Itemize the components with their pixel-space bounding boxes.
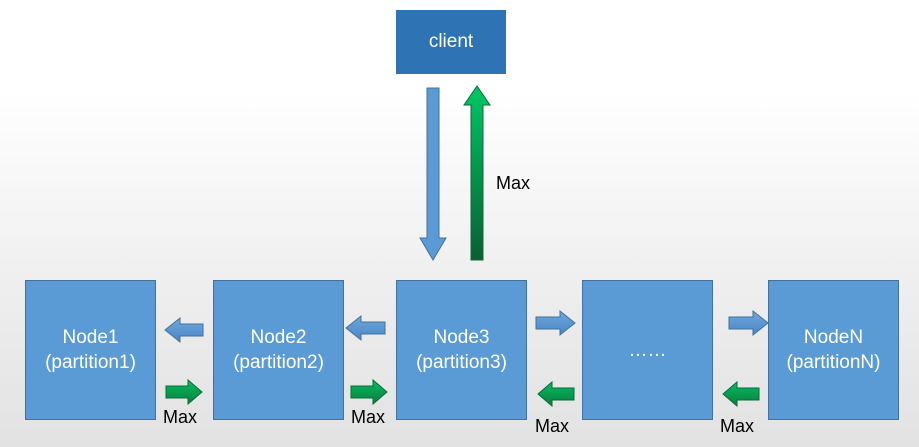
node2-to-node3-max-arrow bbox=[350, 378, 388, 406]
nodeN-box: NodeN (partitionN) bbox=[768, 280, 899, 420]
nodeN-name: NodeN bbox=[803, 327, 864, 348]
client-label: client bbox=[428, 31, 474, 52]
node1-partition: (partition1) bbox=[45, 352, 136, 373]
node3-box: Node3 (partition3) bbox=[396, 280, 527, 420]
node3-to-ellipsis-arrow bbox=[535, 309, 576, 337]
node1-box: Node1 (partition1) bbox=[25, 280, 156, 420]
ellipsis-to-node3-max-arrow bbox=[537, 380, 575, 408]
vertical-max-label: Max bbox=[496, 173, 531, 193]
ellipsis-box: …… bbox=[582, 280, 713, 420]
nodeN-to-ellipsis-max-label: Max bbox=[720, 416, 755, 436]
node1-to-node2-max-arrow bbox=[165, 378, 203, 406]
node1-name: Node1 bbox=[62, 327, 119, 348]
node3-to-node2-max-label: Max bbox=[351, 407, 386, 427]
node2-to-node1-max-label: Max bbox=[163, 407, 198, 427]
node3-partition: (partition3) bbox=[416, 352, 507, 373]
client-to-node3-arrow bbox=[419, 87, 447, 261]
node2-partition: (partition2) bbox=[233, 352, 324, 373]
ellipsis-to-node3-max-label: Max bbox=[535, 416, 570, 436]
node2-name: Node2 bbox=[250, 327, 307, 348]
node3-to-node2-arrow bbox=[345, 314, 386, 342]
ellipsis-label: …… bbox=[628, 339, 667, 361]
node2-box: Node2 (partition2) bbox=[213, 280, 344, 420]
nodeN-partition: (partitionN) bbox=[786, 352, 881, 373]
client-box: client bbox=[396, 10, 506, 74]
node3-name: Node3 bbox=[433, 327, 490, 348]
nodeN-to-ellipsis-max-arrow bbox=[722, 380, 760, 408]
node3-to-client-max-arrow bbox=[463, 85, 491, 261]
ellipsis-to-nodeN-arrow bbox=[728, 309, 769, 337]
node2-to-node1-arrow bbox=[164, 316, 204, 344]
